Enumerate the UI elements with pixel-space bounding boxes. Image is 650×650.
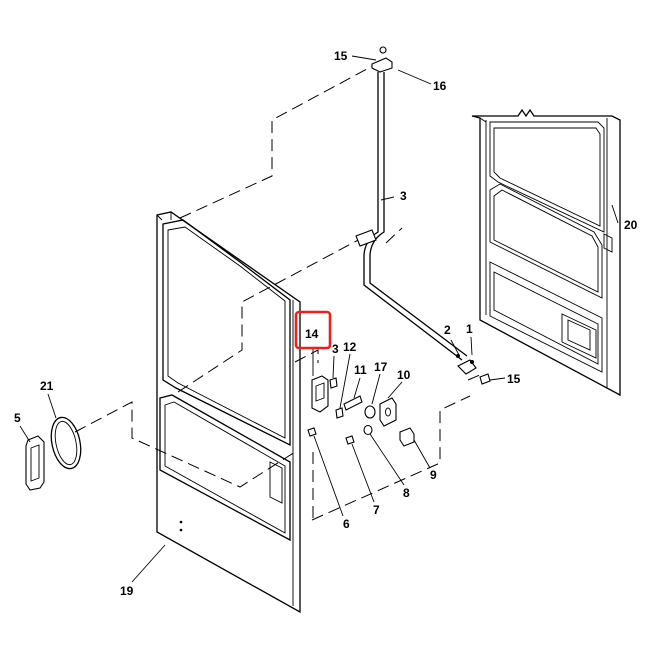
latch-hardware bbox=[307, 375, 415, 447]
callout-9: 9 bbox=[430, 468, 437, 482]
gasket-21 bbox=[50, 416, 82, 470]
callout-20: 20 bbox=[624, 218, 638, 232]
callout-7: 7 bbox=[373, 503, 380, 517]
handle-5 bbox=[25, 435, 45, 491]
callout-21: 21 bbox=[40, 379, 54, 393]
callout-14: 14 bbox=[305, 327, 319, 341]
door-view-20 bbox=[471, 108, 621, 397]
callout-19: 19 bbox=[120, 584, 134, 598]
callout-13: 3 bbox=[332, 342, 339, 356]
installation-lines bbox=[74, 61, 483, 521]
callout-2: 2 bbox=[444, 323, 451, 337]
callout-6: 6 bbox=[343, 517, 350, 531]
callout-12: 12 bbox=[343, 340, 357, 354]
leader-lines bbox=[19, 55, 619, 583]
callout-8: 8 bbox=[403, 486, 410, 500]
callout-15-top: 15 bbox=[334, 49, 348, 63]
callout-1: 1 bbox=[466, 322, 473, 336]
callout-16: 16 bbox=[433, 79, 447, 93]
callout-10: 10 bbox=[397, 368, 411, 382]
latch-rod-3 bbox=[355, 46, 491, 385]
callout-3-rod: 3 bbox=[400, 189, 407, 203]
callout-17: 17 bbox=[374, 360, 388, 374]
callout-11: 11 bbox=[354, 363, 367, 377]
callout-14-highlight bbox=[294, 310, 332, 350]
callout-labels: 15 16 3 20 1 2 15 14 3 12 11 17 10 9 8 7… bbox=[14, 49, 638, 598]
callout-15-bottom: 15 bbox=[507, 372, 521, 386]
callout-5: 5 bbox=[14, 411, 21, 425]
door-panel-19 bbox=[156, 211, 301, 614]
